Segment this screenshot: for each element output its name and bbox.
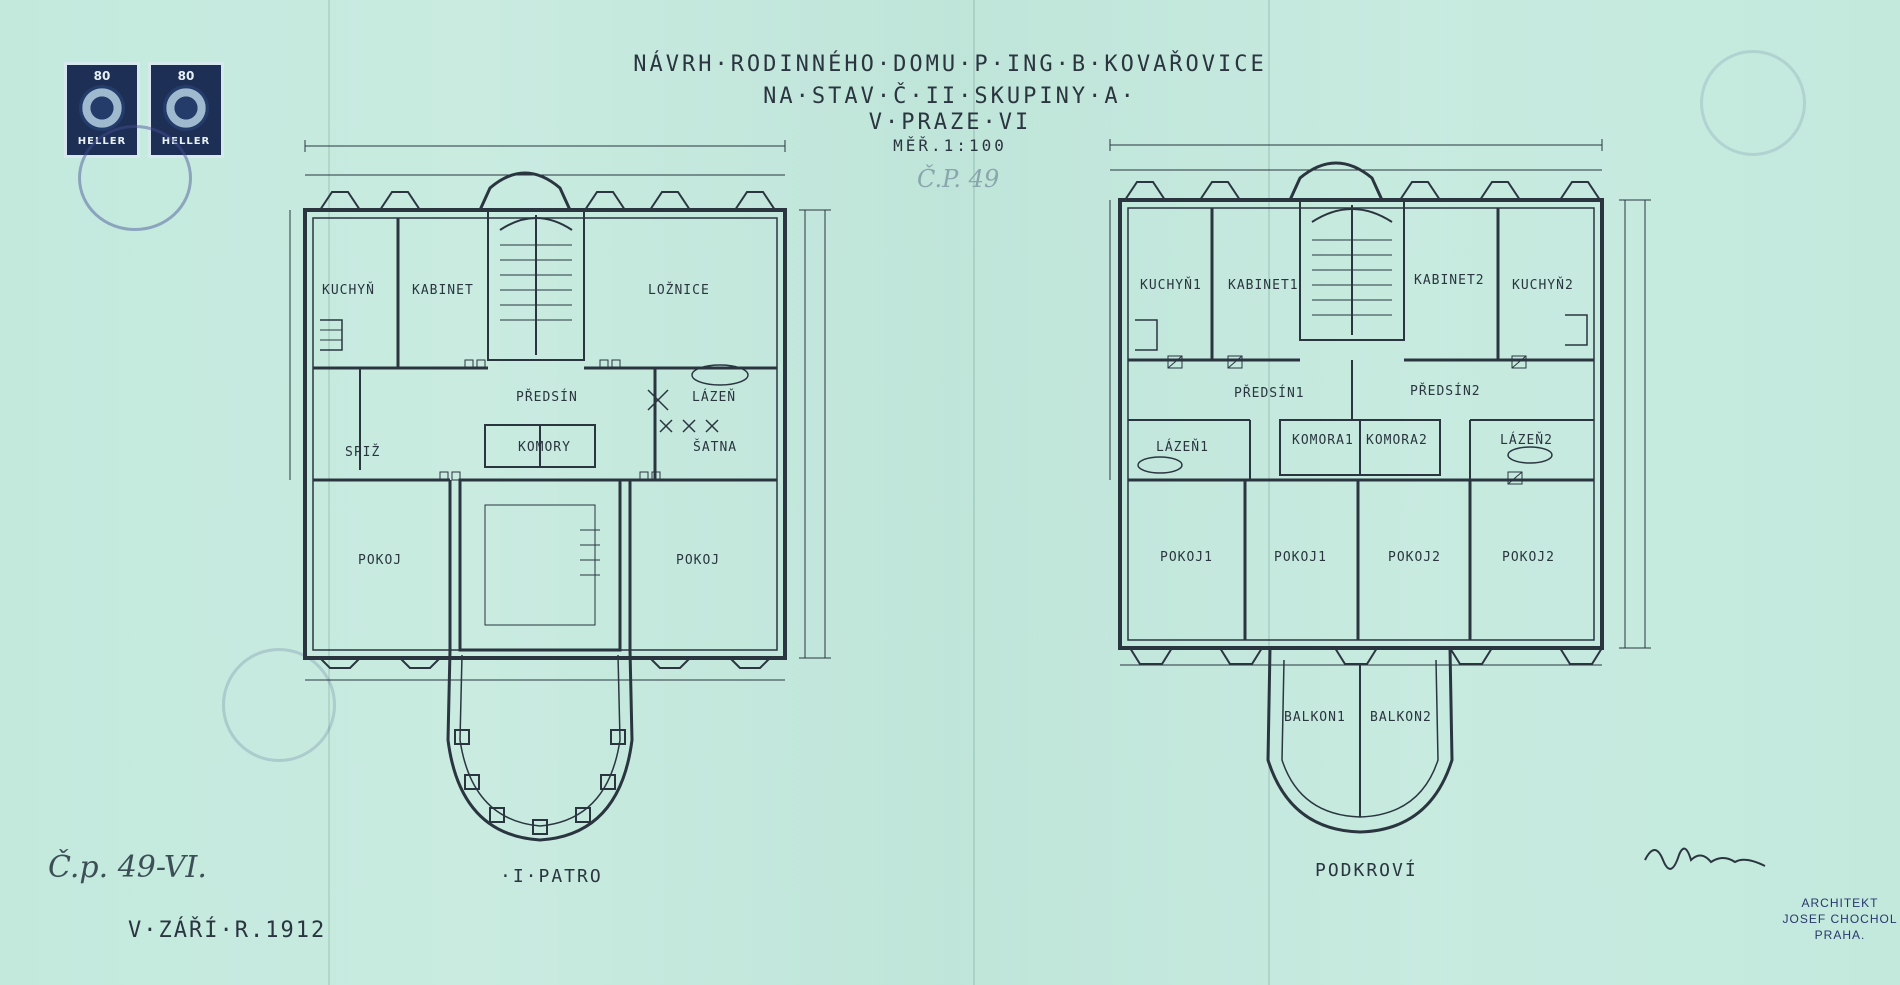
room-label-lazen: LÁZEŇ	[692, 390, 737, 405]
room-label-kuchyn1: KUCHYŇ1	[1140, 278, 1202, 293]
room-label-komory: KOMORY	[518, 440, 571, 455]
first-floor-label: ·I·PATRO	[500, 866, 603, 887]
room-label-kabinet: KABINET	[412, 283, 474, 298]
attic-floor-label: PODKROVÍ	[1315, 860, 1418, 881]
room-label-predsin2: PŘEDSÍN2	[1410, 384, 1481, 399]
stamp-emblem-icon	[79, 85, 125, 131]
room-label-lazen2: LÁZEŇ2	[1500, 433, 1553, 448]
room-label-pokoj-right: POKOJ	[676, 553, 721, 568]
room-label-kabinet1: KABINET1	[1228, 278, 1299, 293]
room-label-predsin: PŘEDSÍN	[516, 390, 578, 405]
room-label-komora2: KOMORA2	[1366, 433, 1428, 448]
room-label-kuchyn2: KUCHYŇ2	[1512, 278, 1574, 293]
paper-fold	[1268, 0, 1270, 985]
drawing-subtitle: NA·STAV·Č·II·SKUPINY·A·	[763, 84, 1137, 109]
architect-stamp-line2: JOSEF CHOCHOL	[1782, 912, 1898, 926]
room-label-komora1: KOMORA1	[1292, 433, 1354, 448]
cp-number: Č.P. 49	[917, 165, 1000, 193]
drawing-scale: MĚŘ.1:100	[893, 136, 1007, 155]
handwritten-reference: Č.p. 49-VI.	[48, 850, 207, 885]
stamp-emblem-icon	[163, 85, 209, 131]
stamp-value: 80	[177, 69, 195, 83]
room-label-pokoj-left: POKOJ	[358, 553, 403, 568]
stamp-currency: HELLER	[161, 136, 211, 147]
room-label-satna: ŠATNA	[693, 440, 738, 455]
faded-seal-icon	[222, 648, 336, 762]
drawing-location: V·PRAZE·VI	[868, 110, 1032, 135]
room-label-balkon1: BALKON1	[1284, 710, 1346, 725]
paper-fold	[328, 0, 330, 985]
architect-stamp-line1: ARCHITEKT	[1801, 896, 1879, 910]
paper-fold	[973, 0, 975, 985]
room-label-spiz: SPIŽ	[345, 445, 381, 460]
room-label-predsin1: PŘEDSÍN1	[1234, 386, 1305, 401]
room-label-pokoj2a: POKOJ2	[1388, 550, 1441, 565]
signature-icon	[1644, 847, 1766, 870]
room-label-loznice: LOŽNICE	[648, 283, 710, 298]
room-label-balkon2: BALKON2	[1370, 710, 1432, 725]
room-label-kabinet2: KABINET2	[1414, 273, 1485, 288]
architect-stamp: ARCHITEKT JOSEF CHOCHOL PRAHA.	[1745, 895, 1900, 943]
stamp-value: 80	[93, 69, 111, 83]
room-label-lazen1: LÁZEŇ1	[1156, 440, 1209, 455]
official-seal-icon	[78, 125, 192, 231]
faded-seal-icon	[1700, 50, 1806, 156]
room-label-pokoj2b: POKOJ2	[1502, 550, 1555, 565]
room-label-pokoj1a: POKOJ1	[1160, 550, 1213, 565]
room-label-pokoj1b: POKOJ1	[1274, 550, 1327, 565]
drawing-title: NÁVRH·RODINNÉHO·DOMU·P·ING·B·KOVAŘOVICE	[633, 52, 1267, 77]
drawing-date: V·ZÁŘÍ·R.1912	[128, 918, 327, 943]
architect-stamp-line3: PRAHA.	[1814, 928, 1866, 942]
room-label-kuchyn: KUCHYŇ	[322, 283, 375, 298]
first-floor-plan	[289, 140, 831, 842]
attic-plan	[1109, 139, 1651, 834]
